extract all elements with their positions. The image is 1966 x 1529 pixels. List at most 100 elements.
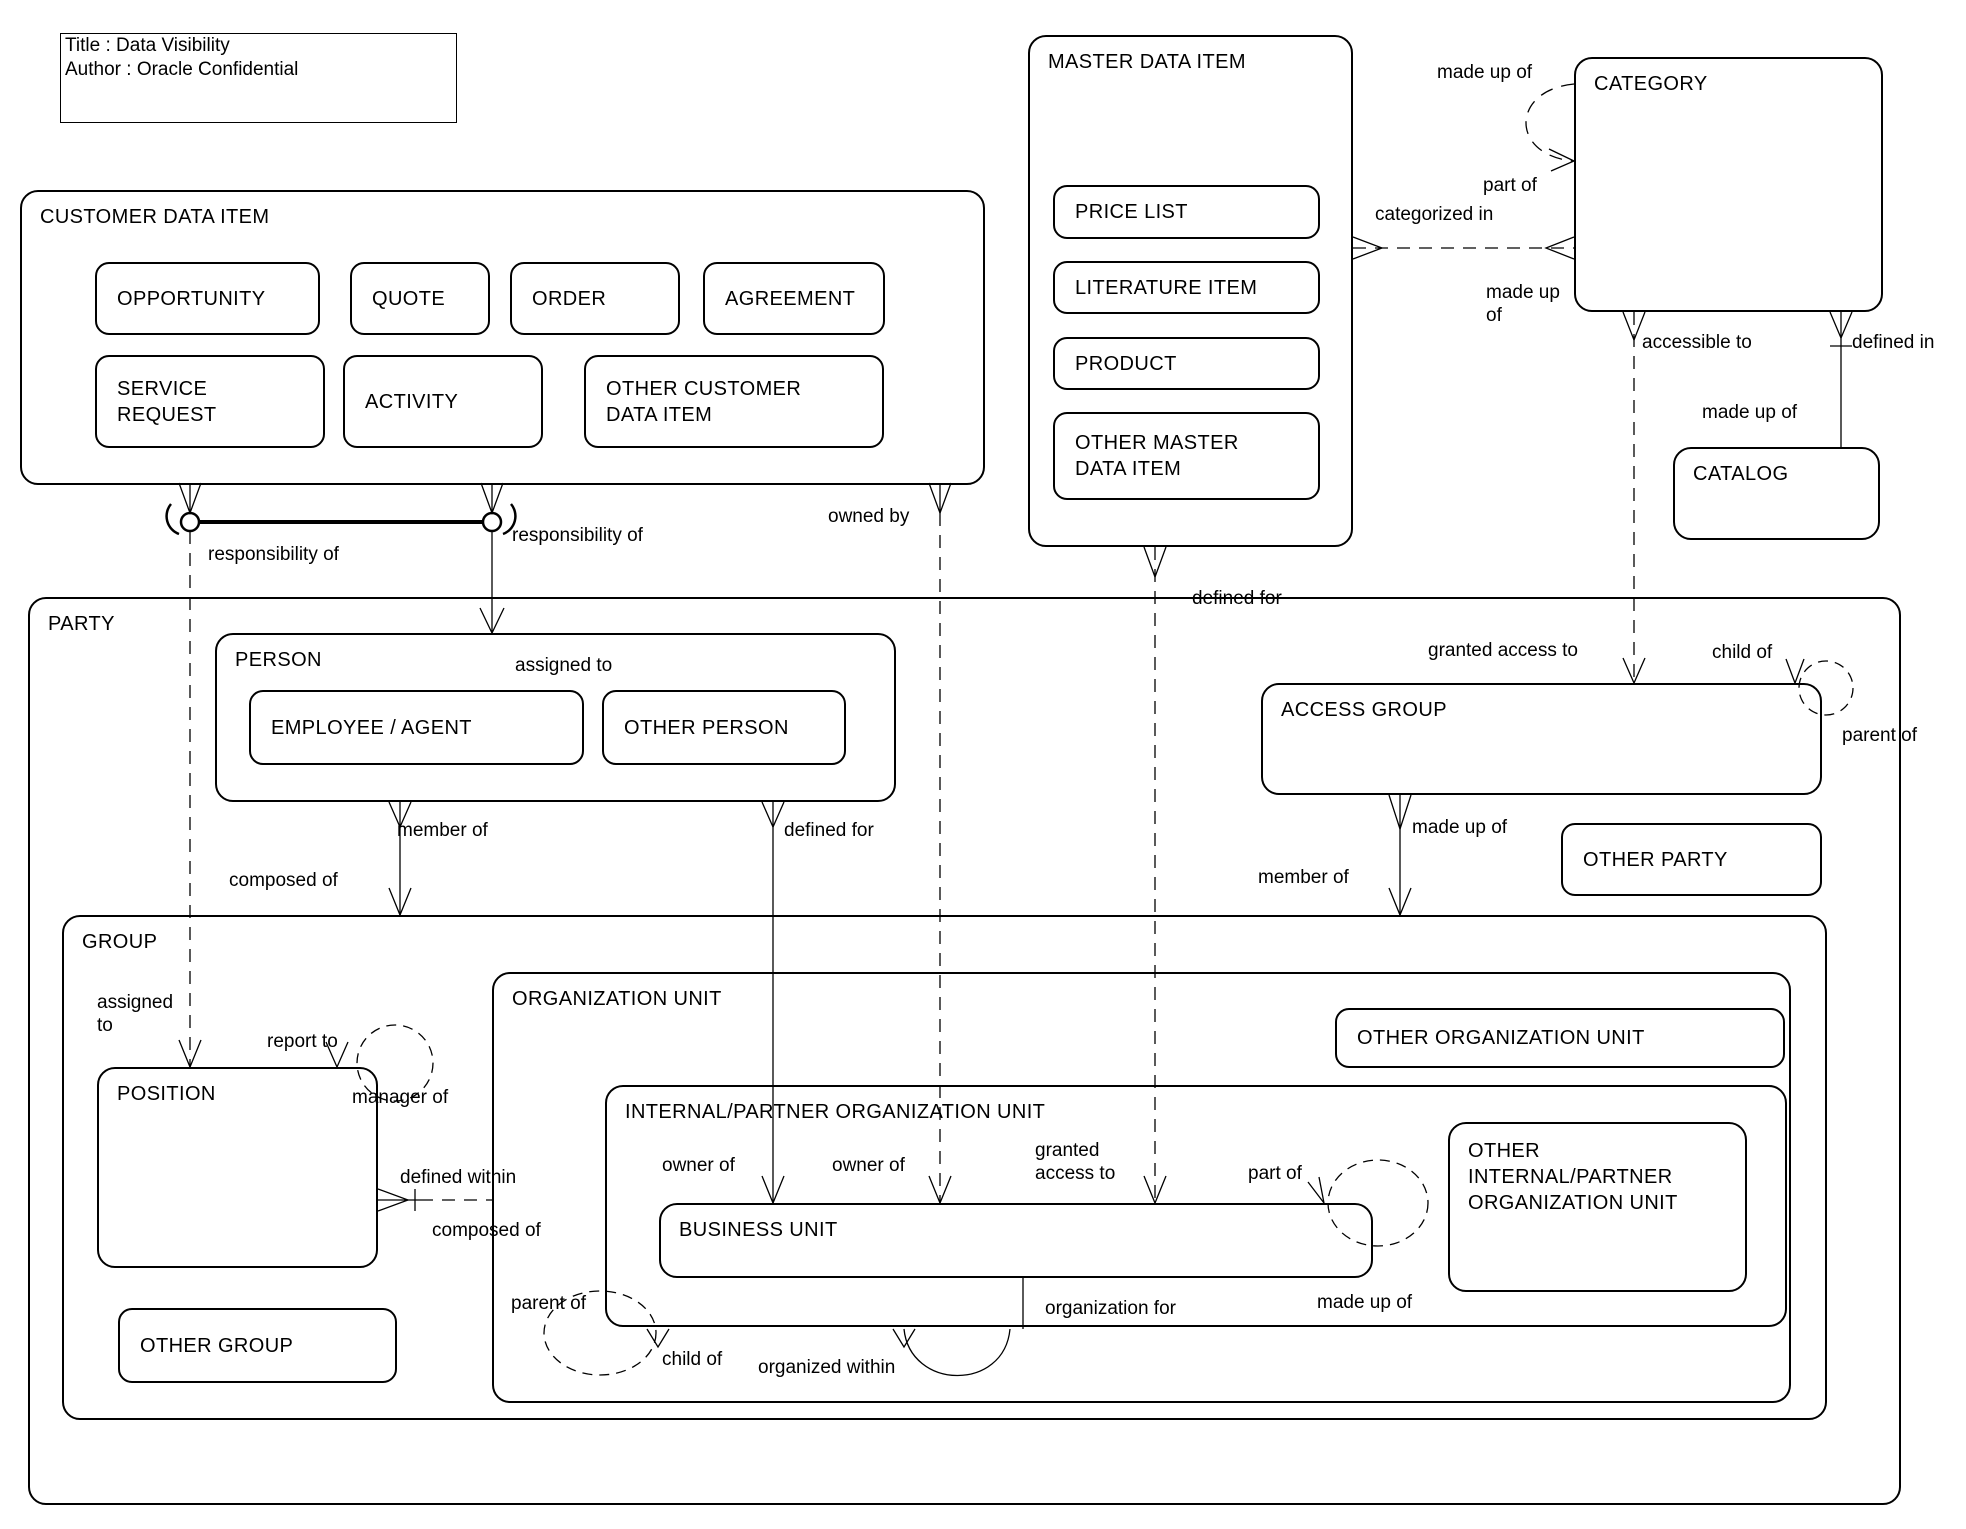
entity-other-master-data-item: OTHER MASTER DATA ITEM xyxy=(1053,412,1320,500)
entity-business-unit: BUSINESS UNIT xyxy=(659,1203,1373,1278)
relationship-label: composed of xyxy=(229,870,338,891)
relationship-label: member of xyxy=(397,820,488,841)
relationship-label: part of xyxy=(1483,175,1537,196)
relationship-label: assigned to xyxy=(97,992,174,1036)
relationship-label: assigned to xyxy=(515,655,613,676)
entity-label: ACTIVITY xyxy=(365,390,459,413)
entity-label: OTHER PARTY xyxy=(1583,848,1728,871)
entity-label: PRODUCT xyxy=(1075,352,1177,375)
entity-label: CATALOG xyxy=(1693,463,1789,485)
crow-foot xyxy=(1143,546,1167,579)
exclusive-arc-circle xyxy=(179,511,201,533)
entity-label: ORGANIZATION UNIT xyxy=(512,988,722,1010)
relationship-label: part of xyxy=(1248,1163,1302,1184)
entity-label: BUSINESS UNIT xyxy=(679,1219,838,1241)
relationship-label: defined within xyxy=(400,1167,517,1188)
entity-person: PERSON xyxy=(215,633,896,802)
relationship-label: responsibility of xyxy=(208,544,339,565)
entity-agreement: AGREEMENT xyxy=(703,262,885,335)
relationship-label: composed of xyxy=(432,1220,541,1241)
entity-label: OTHER INTERNAL/PARTNER ORGANIZATION UNIT xyxy=(1468,1140,1678,1214)
entity-access-group: ACCESS GROUP xyxy=(1261,683,1822,795)
relationship-label: defined in xyxy=(1852,332,1935,353)
diagram-title: Title : Data Visibility xyxy=(65,35,230,56)
entity-organization-unit: ORGANIZATION UNIT xyxy=(492,972,1791,1403)
entity-internal-partner-organization-unit: INTERNAL/PARTNER ORGANIZATION UNIT xyxy=(605,1085,1787,1327)
relationship-label: accessible to xyxy=(1642,332,1752,353)
relationship-label: responsibility of xyxy=(512,525,643,546)
entity-other-internal-partner-organization-unit: OTHER INTERNAL/PARTNER ORGANIZATION UNIT xyxy=(1448,1122,1747,1292)
entity-label: CUSTOMER DATA ITEM xyxy=(40,206,270,228)
entity-category: CATEGORY xyxy=(1574,57,1883,312)
entity-label: CATEGORY xyxy=(1594,73,1708,95)
entity-label: AGREEMENT xyxy=(725,287,856,310)
relationship-label: made up of xyxy=(1702,402,1798,423)
relationship-label: parent of xyxy=(511,1293,586,1314)
entity-other-person: OTHER PERSON xyxy=(602,690,846,765)
entity-group: GROUP xyxy=(62,915,1827,1420)
relationship-label: owner of xyxy=(662,1155,735,1176)
entity-order: ORDER xyxy=(510,262,680,335)
relationship-label: manager of xyxy=(352,1087,449,1108)
relationship-label: categorized in xyxy=(1375,204,1494,225)
entity-label: PRICE LIST xyxy=(1075,201,1188,223)
crow-foot xyxy=(178,482,202,515)
entity-position: POSITION xyxy=(97,1067,378,1268)
entity-opportunity: OPPORTUNITY xyxy=(95,262,320,335)
entity-label: LITERATURE ITEM xyxy=(1075,276,1258,299)
entity-label: PERSON xyxy=(235,649,322,671)
entity-label: OPPORTUNITY xyxy=(117,287,266,310)
entity-activity: ACTIVITY xyxy=(343,355,543,448)
entity-label: PARTY xyxy=(48,613,115,635)
crow-foot xyxy=(480,482,504,515)
entity-label: OTHER CUSTOMER DATA ITEM xyxy=(606,377,802,426)
entity-service-request: SERVICE REQUEST xyxy=(95,355,325,448)
entity-label: MASTER DATA ITEM xyxy=(1048,51,1246,73)
relationship-label: child of xyxy=(1712,642,1773,663)
relationship-label: child of xyxy=(662,1349,723,1370)
relationship-label: report to xyxy=(267,1031,338,1052)
title-box: Title : Data Visibility Author : Oracle … xyxy=(60,33,457,123)
entity-label: ACCESS GROUP xyxy=(1281,699,1447,721)
exclusive-arc-hook xyxy=(165,503,180,536)
diagram-author: Author : Oracle Confidential xyxy=(65,59,299,80)
relationship-label: granted access to xyxy=(1428,640,1578,661)
crow-foot xyxy=(928,482,952,515)
relationship-label: made up of xyxy=(1486,282,1560,326)
entity-quote: QUOTE xyxy=(350,262,490,335)
entity-label: GROUP xyxy=(82,931,158,953)
relationship-label: member of xyxy=(1258,867,1349,888)
entity-label: OTHER GROUP xyxy=(140,1334,294,1357)
crow-foot xyxy=(1548,148,1576,172)
crow-foot xyxy=(1829,311,1853,340)
relationship-label: organized within xyxy=(758,1357,896,1378)
relationship-label: organization for xyxy=(1045,1298,1176,1319)
relationship-label: granted access to xyxy=(1035,1140,1116,1184)
exclusive-arc-circle xyxy=(481,511,503,533)
entity-label: INTERNAL/PARTNER ORGANIZATION UNIT xyxy=(625,1101,1046,1123)
entity-literature-item: LITERATURE ITEM xyxy=(1053,261,1320,314)
crow-foot xyxy=(1544,236,1575,260)
self-relation-category xyxy=(1525,83,1575,162)
entity-price-list: PRICE LIST xyxy=(1053,185,1320,239)
relationship-label: owner of xyxy=(832,1155,905,1176)
entity-master-data-item: MASTER DATA ITEM xyxy=(1028,35,1353,547)
crow-foot xyxy=(1352,236,1384,260)
relationship-label: defined for xyxy=(784,820,874,841)
entity-label: POSITION xyxy=(117,1083,216,1105)
entity-label: ORDER xyxy=(532,287,607,310)
relationship-label: defined for xyxy=(1192,588,1282,609)
entity-label: QUOTE xyxy=(372,287,446,310)
entity-other-group: OTHER GROUP xyxy=(118,1308,397,1383)
entity-label: OTHER ORGANIZATION UNIT xyxy=(1357,1027,1645,1049)
relationship-label: owned by xyxy=(828,506,910,527)
entity-party: PARTY xyxy=(28,597,1901,1505)
relationship-label: made up of xyxy=(1437,62,1533,83)
entity-other-customer-data-item: OTHER CUSTOMER DATA ITEM xyxy=(584,355,884,448)
entity-label: OTHER MASTER DATA ITEM xyxy=(1075,432,1239,480)
entity-employee-agent: EMPLOYEE / AGENT xyxy=(249,690,584,765)
relationship-label: made up of xyxy=(1317,1292,1413,1313)
entity-other-organization-unit: OTHER ORGANIZATION UNIT xyxy=(1335,1008,1785,1068)
relationship-label: made up of xyxy=(1412,817,1508,838)
